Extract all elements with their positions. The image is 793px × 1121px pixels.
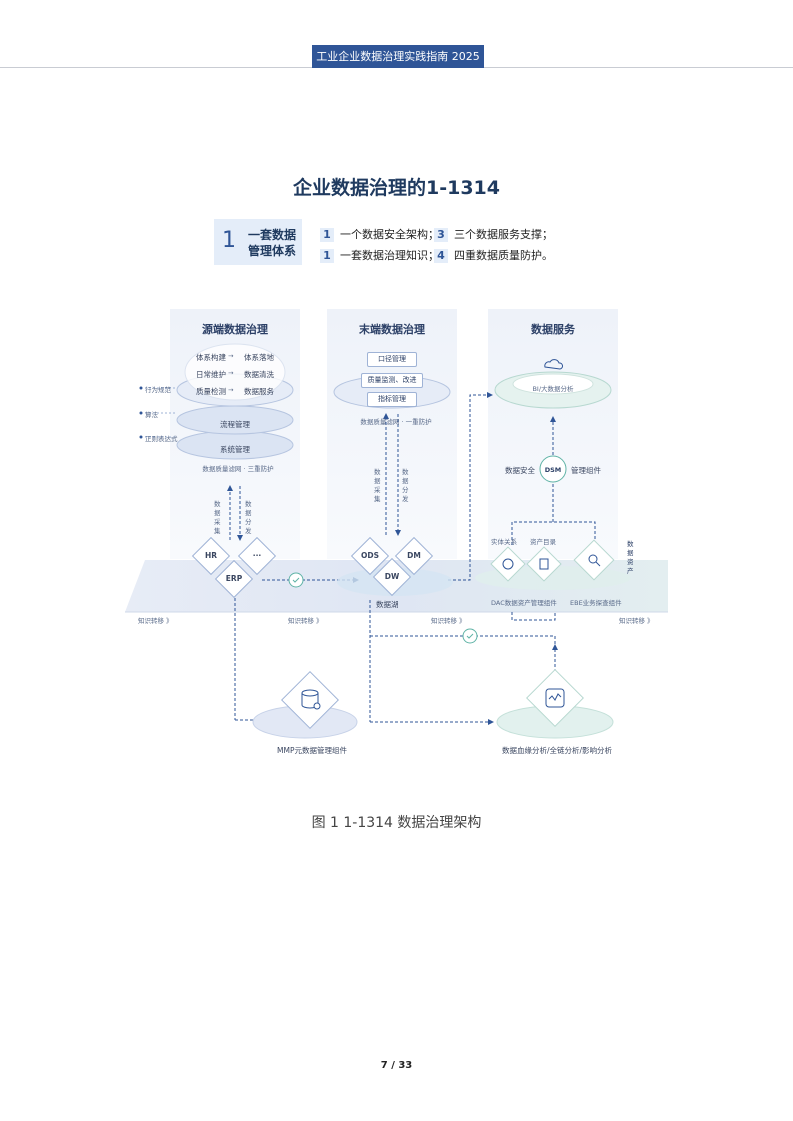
mmp-label: MMP元数据管理组件 — [277, 746, 347, 755]
data-asset-side-label: 数据资产 — [627, 540, 634, 575]
end-item: 口径管理 — [367, 352, 417, 367]
dsm-right-label: 管理组件 — [571, 466, 601, 475]
source-row-left: 体系构建 — [196, 353, 226, 362]
source-row-left: 质量检测 — [196, 387, 226, 396]
source-row-right: 数据服务 — [244, 387, 274, 396]
end-item: 指标管理 — [367, 392, 417, 407]
arrow-down-label: 数据分发 — [245, 500, 252, 535]
layer-process-label: 流程管理 — [220, 420, 250, 429]
arrow-right-icon: → — [228, 386, 234, 394]
summary-line-2: 管理体系 — [248, 244, 297, 258]
asset-catalog-node — [526, 546, 562, 582]
summary-item-text: 四重数据质量防护。 — [454, 249, 553, 262]
entity-relation-node — [490, 546, 526, 582]
arrow-right-icon: → — [228, 369, 234, 377]
ebe-label: EBE业务探查组件 — [570, 599, 622, 607]
more-node — [237, 536, 277, 576]
arrow-up-label: 数据采集 — [214, 500, 221, 535]
band-label: 知识转移 》 — [619, 617, 654, 625]
summary-line-1: 一套数据 — [248, 228, 297, 242]
node-label: DM — [407, 551, 421, 560]
summary-item: 1 一个数据安全架构； — [320, 226, 439, 242]
arrow-right-icon: → — [228, 352, 234, 360]
icon-label: 实体关系 — [491, 538, 517, 546]
summary-box: 1 一套数据 管理体系 — [214, 219, 302, 265]
node-label: ··· — [252, 551, 262, 560]
database-gear-icon — [281, 671, 339, 729]
band-label: 知识转移 》 — [138, 617, 173, 625]
entity-icon — [502, 558, 514, 570]
source-row-right: 数据清洗 — [244, 370, 274, 379]
lake-label: 数据湖 — [376, 600, 399, 609]
dsm-badge-circle — [539, 455, 567, 483]
end-item: 质量监测、改进 — [361, 373, 423, 388]
end-column-title: 末端数据治理 — [359, 323, 425, 336]
summary-item-text: 一个数据安全架构； — [340, 228, 439, 241]
summary-item-num: 1 — [320, 249, 334, 263]
summary-item: 4 四重数据质量防护。 — [434, 247, 553, 263]
dm-node — [394, 536, 434, 576]
bi-label: BI/大数据分析 — [532, 385, 574, 393]
band-label: 知识转移 》 — [288, 617, 323, 625]
source-column-title: 源端数据治理 — [202, 323, 268, 336]
dsm-left-label: 数据安全 — [505, 466, 535, 475]
summary-item-text: 三个数据服务支撑； — [454, 228, 553, 241]
node-label: HR — [204, 551, 218, 560]
node-label: ODS — [360, 551, 379, 560]
arrow-up-label: 数据采集 — [374, 468, 381, 503]
lineage-icon — [526, 669, 584, 727]
summary-item-num: 4 — [434, 249, 448, 263]
summary-text: 一套数据 管理体系 — [248, 227, 296, 259]
side-label: 行为规范 — [145, 386, 171, 394]
search-icon — [588, 554, 598, 564]
catalog-icon — [539, 558, 549, 570]
layer-system-label: 系统管理 — [220, 445, 250, 454]
summary-item: 3 三个数据服务支撑； — [434, 226, 553, 242]
node-label: ERP — [225, 574, 243, 583]
summary-number: 1 — [222, 228, 236, 253]
header-title: 工业企业数据治理实践指南 2025 — [312, 45, 484, 68]
summary-item-text: 一套数据治理知识； — [340, 249, 439, 262]
summary-item-num: 3 — [434, 228, 448, 242]
arrow-down-label: 数据分发 — [402, 468, 409, 503]
service-column-title: 数据服务 — [531, 323, 575, 336]
side-label: 算法 — [145, 411, 158, 419]
band-label: 知识转移 》 — [431, 617, 466, 625]
source-ring-label: 数据质量滤网 · 三重防护 — [202, 465, 274, 473]
summary-item: 1 一套数据治理知识； — [320, 247, 439, 263]
figure-caption: 图 1 1-1314 数据治理架构 — [311, 815, 482, 831]
end-column — [327, 309, 457, 559]
end-ring-label: 数据质量滤网 · 一重防护 — [360, 418, 432, 426]
figure-title: 企业数据治理的1-1314 — [293, 177, 500, 199]
ods-node — [350, 536, 390, 576]
summary-item-num: 1 — [320, 228, 334, 242]
ebe-node — [573, 539, 615, 581]
dw-node — [372, 557, 412, 597]
source-row-left: 日常维护 — [196, 370, 226, 379]
cloud-icon — [544, 359, 564, 370]
source-row-right: 体系落地 — [244, 353, 274, 362]
node-label: DW — [384, 572, 400, 581]
dac-label: DAC数据资产管理组件 — [491, 599, 557, 607]
side-label: 正则表达式 — [145, 435, 178, 443]
page-number: 7 / 33 — [380, 1060, 413, 1071]
dsm-badge: DSM — [544, 466, 562, 474]
lineage-label: 数据血缘分析/全链分析/影响分析 — [501, 746, 613, 755]
icon-label: 资产目录 — [530, 538, 556, 546]
hr-node — [191, 536, 231, 576]
erp-node — [214, 559, 254, 599]
